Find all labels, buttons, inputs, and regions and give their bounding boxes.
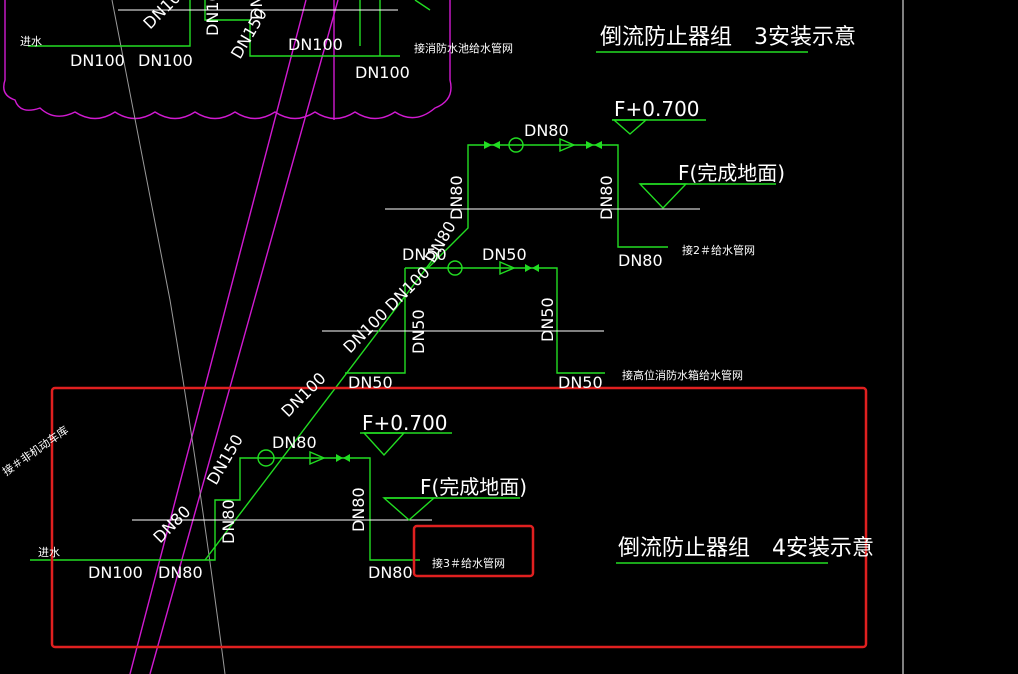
label-inlet-top: 进水 bbox=[20, 35, 42, 48]
label-dn50-c: DN50 bbox=[409, 309, 428, 354]
label-to-pump-room: 接＃非机动车库 bbox=[0, 423, 71, 479]
label-dn100-d: DN100 bbox=[355, 63, 410, 82]
label-dn80-c: DN80 bbox=[597, 175, 616, 220]
label-dn50-d: DN50 bbox=[538, 297, 557, 342]
title-top: 倒流防止器组 3安装示意 bbox=[600, 25, 856, 50]
floor-top-marker bbox=[638, 183, 688, 210]
label-to-fire-pool: 接消防水池给水管网 bbox=[414, 41, 513, 55]
mid-dn50-pipe bbox=[345, 267, 605, 374]
label-floor-top: F(完成地面) bbox=[678, 161, 785, 185]
grey-guide-line bbox=[111, 0, 226, 674]
label-dn80-b: DN80 bbox=[447, 175, 466, 220]
top-valve-group bbox=[484, 137, 602, 153]
label-dn10-a: DN10 bbox=[203, 0, 222, 36]
top-corner bbox=[414, 0, 431, 11]
label-dn100-b: DN100 bbox=[138, 51, 193, 70]
floor-bottom-marker bbox=[382, 497, 436, 521]
selection-highlight-box[interactable] bbox=[50, 386, 868, 649]
mid-dn80-pipe bbox=[427, 144, 668, 269]
label-dn80-g: DN80 bbox=[349, 487, 368, 532]
elev-bottom-marker bbox=[362, 432, 406, 457]
label-dn50-b: DN50 bbox=[482, 245, 527, 264]
label-to-high-tank: 接高位消防水箱给水管网 bbox=[622, 368, 743, 382]
label-dn50-a: DN50 bbox=[402, 245, 447, 264]
bottom-inlet-pipe bbox=[30, 457, 420, 561]
title-bottom: 倒流防止器组 4安装示意 bbox=[618, 536, 874, 561]
label-inlet-bottom: 进水 bbox=[38, 546, 60, 559]
elev-top-marker bbox=[612, 119, 648, 135]
label-to-net2: 接2＃给水管网 bbox=[682, 243, 755, 257]
boundary-line-magenta-1 bbox=[129, 0, 307, 674]
label-dn100-bottom: DN100 bbox=[88, 563, 143, 582]
callout-highlight-box[interactable] bbox=[412, 524, 535, 578]
label-dn100-c: DN100 bbox=[288, 35, 343, 54]
label-dn80-h: DN80 bbox=[219, 499, 238, 544]
label-elev-top: F+0.700 bbox=[614, 97, 700, 121]
diagonal-main-pipe bbox=[204, 249, 441, 561]
label-dn50-e: DN50 bbox=[348, 373, 393, 392]
label-dn50-f: DN50 bbox=[558, 373, 603, 392]
boundary-line-magenta-2 bbox=[149, 0, 339, 674]
top-inlet-pipe bbox=[28, 0, 400, 57]
label-dn80-bottom-2: DN80 bbox=[368, 563, 413, 582]
label-elev-bottom: F+0.700 bbox=[362, 411, 448, 435]
bottom-valve-group bbox=[257, 449, 350, 467]
label-dn80-bottom: DN80 bbox=[158, 563, 203, 582]
mid-valve-group bbox=[447, 260, 539, 276]
label-dn100-f: DN100 bbox=[381, 263, 433, 315]
label-dn80-d: DN80 bbox=[618, 251, 663, 270]
label-dn100-h: DN100 bbox=[277, 369, 329, 421]
label-dn80-a: DN80 bbox=[524, 121, 569, 140]
label-dn80-f: DN80 bbox=[272, 433, 317, 452]
revision-cloud bbox=[3, 0, 452, 120]
label-dn100-e: DN100 bbox=[139, 0, 191, 33]
label-dn10-b: DN10 bbox=[247, 0, 266, 20]
label-floor-bottom: F(完成地面) bbox=[420, 475, 527, 499]
label-dn100-a: DN100 bbox=[70, 51, 125, 70]
label-to-net3: 接3＃给水管网 bbox=[432, 556, 505, 570]
